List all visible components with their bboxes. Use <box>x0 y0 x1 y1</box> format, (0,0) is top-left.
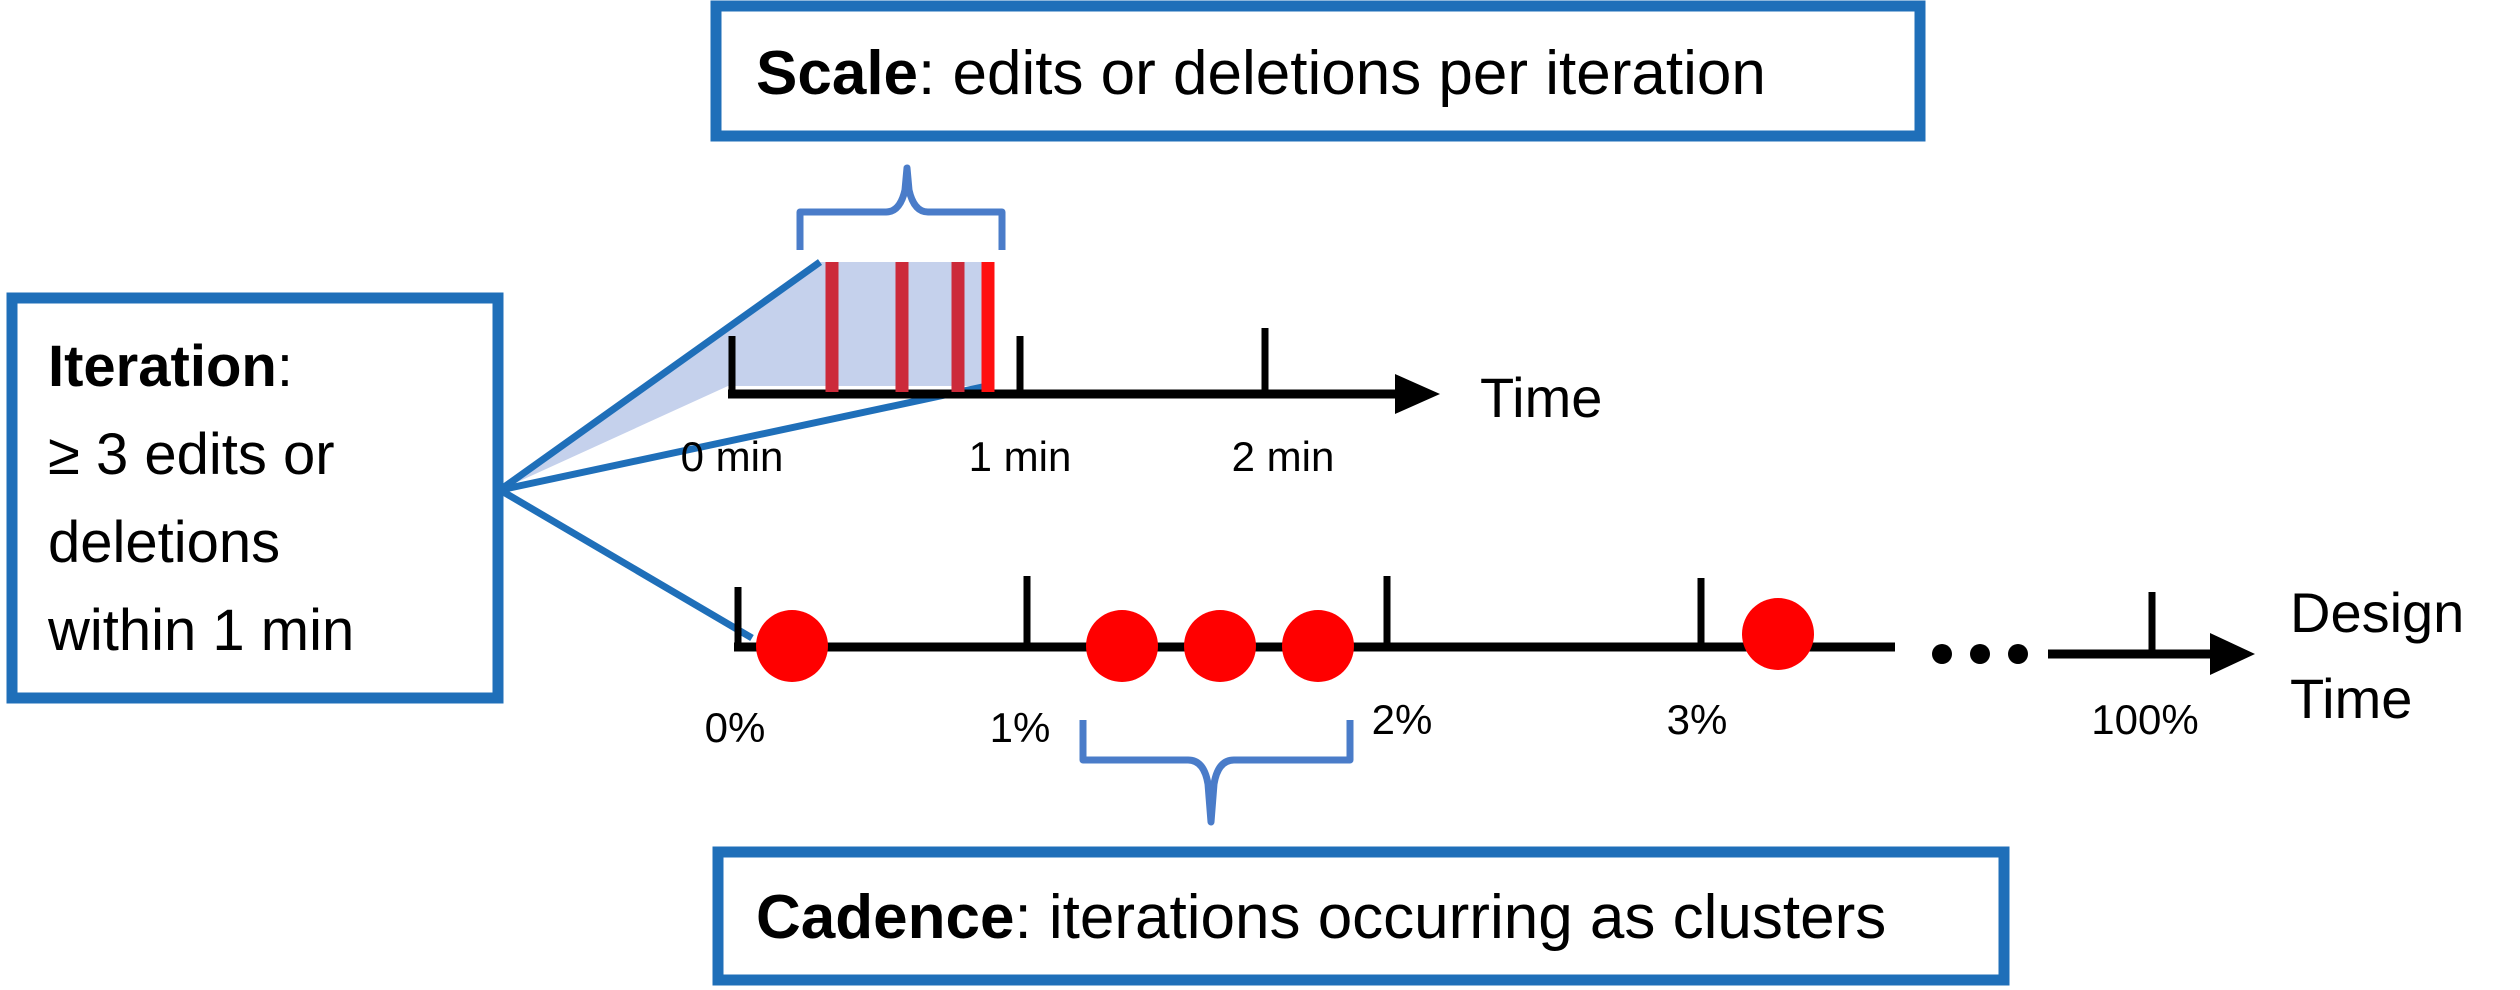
design-tick-label: 100% <box>2091 696 2198 743</box>
cadence-brace <box>1079 720 1354 826</box>
design-axis-ellipsis <box>1932 644 2028 664</box>
design-axis-label: Time <box>2290 667 2412 730</box>
iteration-definition-line: ≥ 3 edits or <box>48 422 335 487</box>
scale-brace <box>796 164 1006 250</box>
minute-tick-label: 0 min <box>681 433 784 480</box>
cadence-box-text: Cadence: iterations occurring as cluster… <box>756 883 1886 952</box>
iteration-term: Iteration <box>48 334 277 399</box>
scale-box-border <box>710 0 1926 142</box>
iteration-dot <box>1742 598 1814 670</box>
iteration-dot <box>1184 610 1256 682</box>
iteration-dot <box>756 610 828 682</box>
design-tick-label: 1% <box>990 704 1051 751</box>
zoom-line-upper <box>497 259 823 493</box>
scale-definition: : edits or deletions per iteration <box>918 39 1766 108</box>
design-tick-label: 3% <box>1667 696 1728 743</box>
zoom-line-lower <box>498 486 754 642</box>
minute-tick-label: 1 min <box>969 433 1072 480</box>
cadence-box-border <box>712 846 2010 986</box>
cadence-term: Cadence <box>756 883 1014 952</box>
minute-timeline: Time 0 min 1 min 2 min <box>681 262 1602 480</box>
minute-axis-label: Time <box>1480 366 1602 429</box>
scale-term: Scale <box>756 39 918 108</box>
scale-box-text: Scale: edits or deletions per iteration <box>756 39 1766 108</box>
iteration-definition-line: within 1 min <box>47 598 354 663</box>
iteration-box-border <box>6 292 504 704</box>
zoom-wedge <box>500 262 987 490</box>
minute-tick-label: 2 min <box>1232 433 1335 480</box>
iteration-box-heading: Iteration: <box>48 334 293 399</box>
iteration-definition-line: deletions <box>48 510 280 575</box>
minute-axis-arrowhead <box>1395 374 1440 414</box>
iteration-dot <box>1282 610 1354 682</box>
scale-box: Scale: edits or deletions per iteration <box>710 0 1926 142</box>
zoom-line-middle <box>499 382 988 494</box>
cadence-definition: : iterations occurring as clusters <box>1014 883 1886 952</box>
design-axis-label: Design <box>2290 581 2464 644</box>
design-tick-label: 0% <box>705 704 766 751</box>
iteration-colon: : <box>277 334 293 399</box>
iteration-dot <box>1086 610 1158 682</box>
iteration-box: Iteration: ≥ 3 edits or deletions within… <box>6 292 504 704</box>
design-timeline: 0% 1% 2% 3% 100% Design Time <box>705 576 2464 751</box>
cadence-box: Cadence: iterations occurring as cluster… <box>712 846 2010 986</box>
design-axis-arrowhead <box>2210 633 2255 675</box>
design-tick-label: 2% <box>1372 696 1433 743</box>
